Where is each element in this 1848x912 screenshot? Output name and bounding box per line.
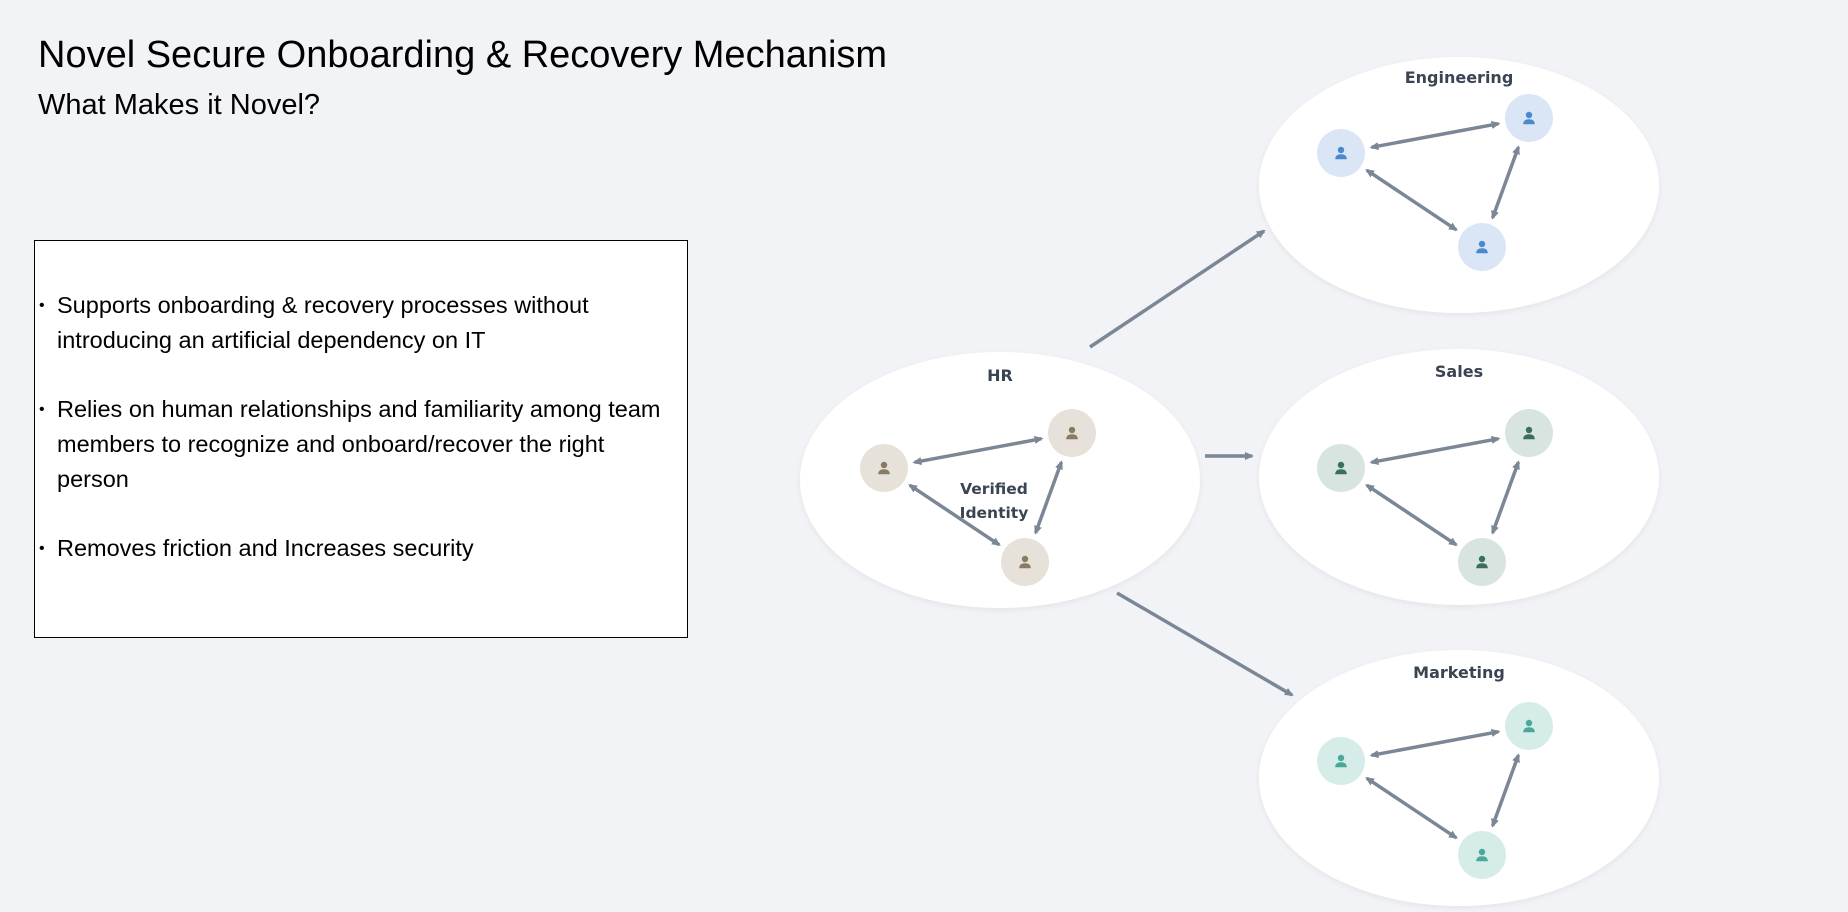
group-label-engineering: Engineering [1405,68,1514,87]
engineering-link-arrow [1369,121,1501,150]
bullet-box: Supports onboarding & recovery processes… [34,240,688,638]
sales-group [1259,349,1659,605]
sales-link-arrow [1365,483,1458,547]
hr-link-arrow [908,483,1001,547]
bullet-list: Supports onboarding & recovery processes… [35,241,687,566]
group-label-sales: Sales [1435,362,1483,381]
engineering-link-arrow [1490,145,1521,220]
hr-link-arrow [912,436,1044,465]
engineering-group [1259,57,1659,313]
engineering-link-arrow [1365,168,1458,232]
group-label-hr: HR [987,366,1013,385]
hr-link-arrow [1033,460,1064,535]
group-label-marketing: Marketing [1413,663,1505,682]
page-subtitle: What Makes it Novel? [38,89,321,121]
people-triangles [860,94,1553,879]
marketing-link-arrow [1365,776,1458,840]
marketing-link-arrow [1490,753,1521,828]
connector-arrow [1116,591,1294,697]
page-title: Novel Secure Onboarding & Recovery Mecha… [38,34,888,76]
marketing-group [1259,650,1659,906]
sales-link-arrow [1490,460,1521,535]
bullet-item: Removes friction and Increases security [35,531,675,566]
verified-identity-label-line2: Identity [960,504,1029,522]
bullet-item: Relies on human relationships and famili… [35,392,675,497]
hr-group [800,352,1200,608]
connector-arrow [1089,229,1266,349]
verified-identity-label-line1: Verified [960,480,1028,498]
marketing-link-arrow [1369,729,1501,758]
sales-link-arrow [1369,436,1501,465]
bullet-item: Supports onboarding & recovery processes… [35,288,675,358]
